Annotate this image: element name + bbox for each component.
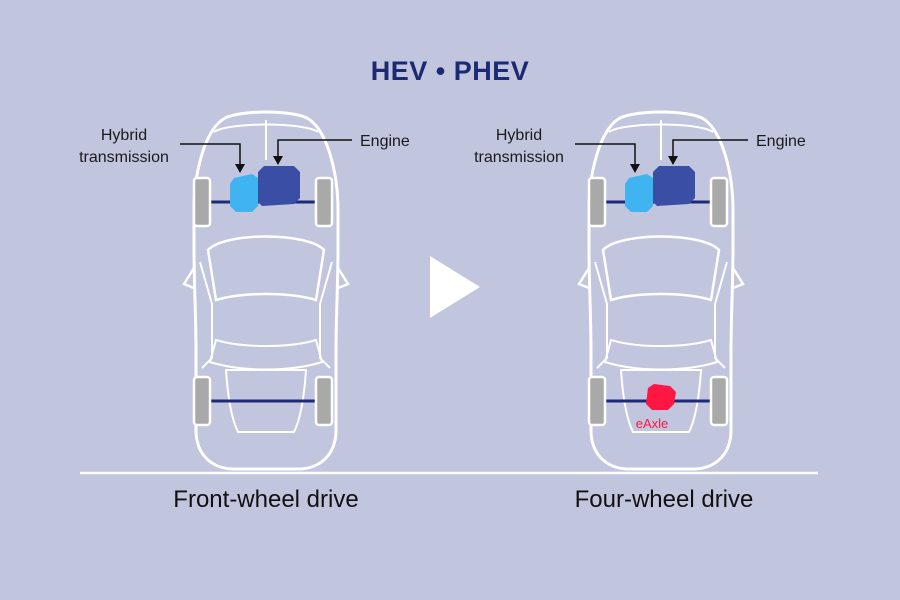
hybrid-label-line1: Hybrid <box>496 127 542 144</box>
arrow-head <box>273 156 283 165</box>
front-wheel-drive-caption: Front-wheel drive <box>173 486 359 513</box>
hybrid-transmission-block <box>230 174 258 212</box>
wheel <box>314 375 334 427</box>
hybrid-callout-line <box>575 143 636 164</box>
wheel <box>192 375 212 427</box>
engine-block <box>258 166 300 206</box>
play-triangle-icon <box>430 256 480 318</box>
wheel <box>587 176 607 228</box>
right-car: Hybrid transmission Engine eAxle <box>474 110 806 471</box>
hybrid-label-line2: transmission <box>474 149 564 166</box>
page-title: HEV • PHEV <box>370 56 530 86</box>
wheel <box>709 375 729 427</box>
engine-callout-line <box>672 139 748 156</box>
hybrid-label-line2: transmission <box>79 149 169 166</box>
eaxle-block <box>646 384 676 410</box>
arrow-head <box>235 164 245 173</box>
left-car: Hybrid transmission Engine <box>79 110 410 471</box>
wheel <box>709 176 729 228</box>
hybrid-callout-line <box>180 143 241 164</box>
engine-label: Engine <box>360 133 410 150</box>
hybrid-label-line1: Hybrid <box>101 127 147 144</box>
wheel <box>587 375 607 427</box>
engine-label: Engine <box>756 133 806 150</box>
engine-block <box>653 166 695 206</box>
wheel <box>192 176 212 228</box>
arrow-head <box>668 156 678 165</box>
eaxle-label: eAxle <box>636 416 669 431</box>
hybrid-transmission-block <box>625 174 653 212</box>
four-wheel-drive-caption: Four-wheel drive <box>574 486 754 513</box>
engine-callout-line <box>277 139 352 156</box>
wheel <box>314 176 334 228</box>
arrow-head <box>630 164 640 173</box>
